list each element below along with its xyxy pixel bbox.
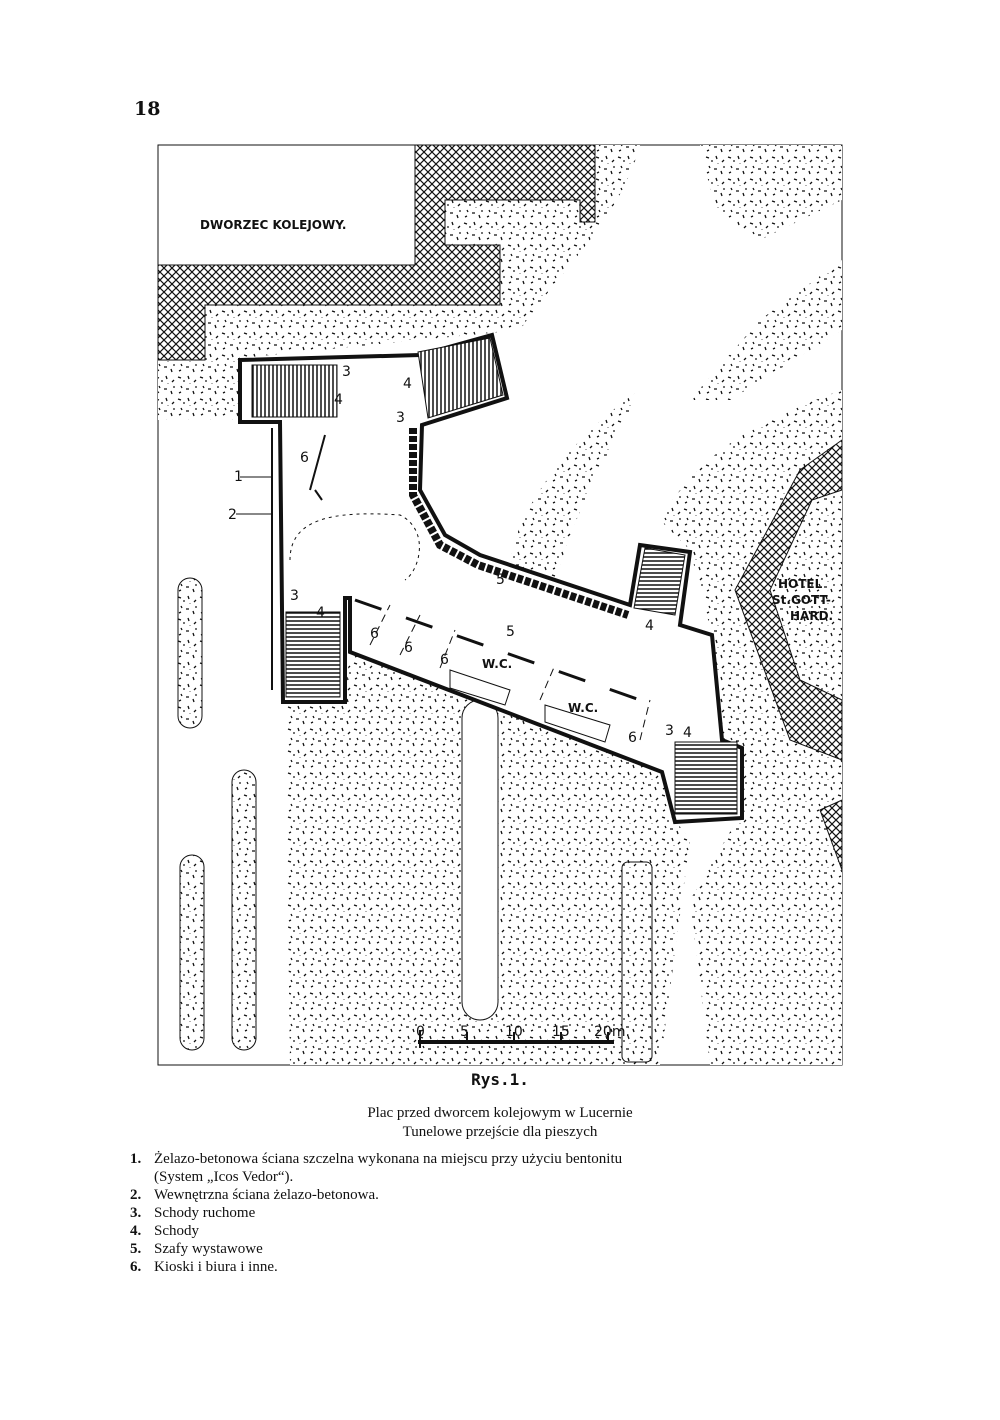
label-3: 3 — [396, 410, 405, 426]
label-6: 6 — [404, 640, 413, 656]
label-1: 1 — [234, 469, 243, 485]
label-4: 4 — [645, 618, 654, 634]
pavement-areas — [158, 145, 842, 1065]
page-number: 18 — [134, 98, 161, 120]
label-3: 3 — [290, 588, 299, 604]
legend-item: 6.Kioski i biura i inne. — [130, 1259, 278, 1275]
label-4: 4 — [403, 376, 412, 392]
buildings-crosshatch — [157, 144, 843, 871]
scale-tick: 15 — [552, 1024, 570, 1040]
label-5: 5 — [506, 624, 515, 640]
legend: 1.Żelazo-betonowa ściana szczelna wykona… — [130, 1150, 622, 1276]
label-6: 6 — [300, 450, 309, 466]
label-4: 4 — [683, 725, 692, 741]
figure-label: Rys.1. — [471, 1070, 529, 1089]
station-label: DWORZEC KOLEJOWY. — [200, 218, 347, 232]
label-6: 6 — [370, 626, 379, 642]
label-6: 6 — [440, 652, 449, 668]
hotel-label-2: St.GOTT- — [772, 593, 831, 607]
hotel-label-3: HARD. — [790, 609, 833, 623]
legend-item: 1.Żelazo-betonowa ściana szczelna wykona… — [130, 1151, 623, 1167]
scale-tick: 0 — [416, 1024, 425, 1040]
legend-item: 5.Szafy wystawowe — [130, 1241, 263, 1257]
tunnel-outline — [238, 332, 744, 825]
label-2: 2 — [228, 507, 237, 523]
figure-title-1: Plac przed dworcem kolejowym w Lucernie — [367, 1105, 633, 1121]
legend-item-continuation: (System „Icos Vedor“). — [154, 1169, 294, 1185]
scale-tick: 10 — [505, 1024, 523, 1040]
label-4: 4 — [316, 605, 325, 621]
plan-labels: DWORZEC KOLEJOWY. HOTEL St.GOTT- HARD. W… — [200, 218, 833, 746]
legend-item: 2.Wewnętrzna ściana żelazo-betonowa. — [130, 1187, 379, 1203]
label-5: 5 — [496, 572, 505, 588]
wc-label: W.C. — [482, 657, 512, 671]
label-4: 4 — [334, 392, 343, 408]
scale-bar: 0 5 10 15 20m. — [416, 1024, 630, 1048]
scale-tick: 5 — [460, 1024, 469, 1040]
wc-label: W.C. — [568, 701, 598, 715]
label-6: 6 — [628, 730, 637, 746]
label-3: 3 — [665, 723, 674, 739]
hotel-label-1: HOTEL — [778, 577, 823, 591]
legend-item: 3.Schody ruchome — [130, 1205, 256, 1221]
scale-tick: 20m. — [594, 1024, 630, 1040]
label-3: 3 — [342, 364, 351, 380]
figure-title-2: Tunelowe przejście dla pieszych — [402, 1124, 598, 1140]
legend-item: 4.Schody — [130, 1223, 199, 1239]
